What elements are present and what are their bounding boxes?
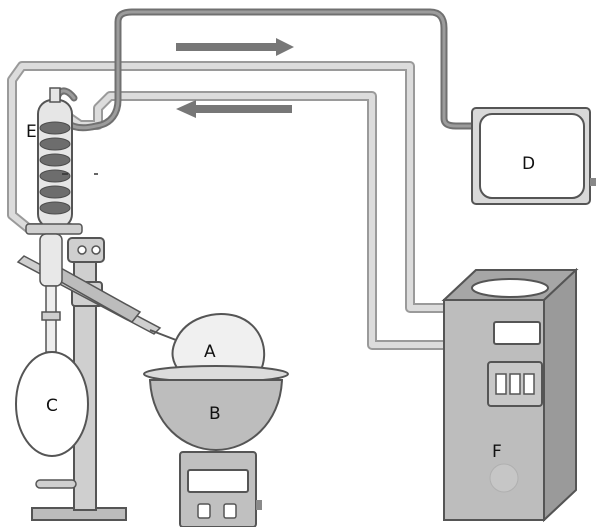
chiller-d [471,107,596,205]
collection-neck [39,233,63,353]
vacuum-pump-f [441,267,579,523]
bath-base [179,451,262,527]
heating-bath-b [143,365,289,452]
flow-arrow-right [176,38,294,56]
label-a: A [204,342,216,362]
label-c: C [46,396,58,416]
label-d: D [522,154,535,174]
condenser-e [25,87,98,235]
receiving-flask-c [15,351,89,457]
label-e: E [26,122,37,142]
flow-arrow-left [176,100,292,118]
cooling-coil [39,121,71,215]
label-b: B [209,404,221,424]
label-f: F [492,442,502,462]
evaporating-flask-a [149,313,265,373]
